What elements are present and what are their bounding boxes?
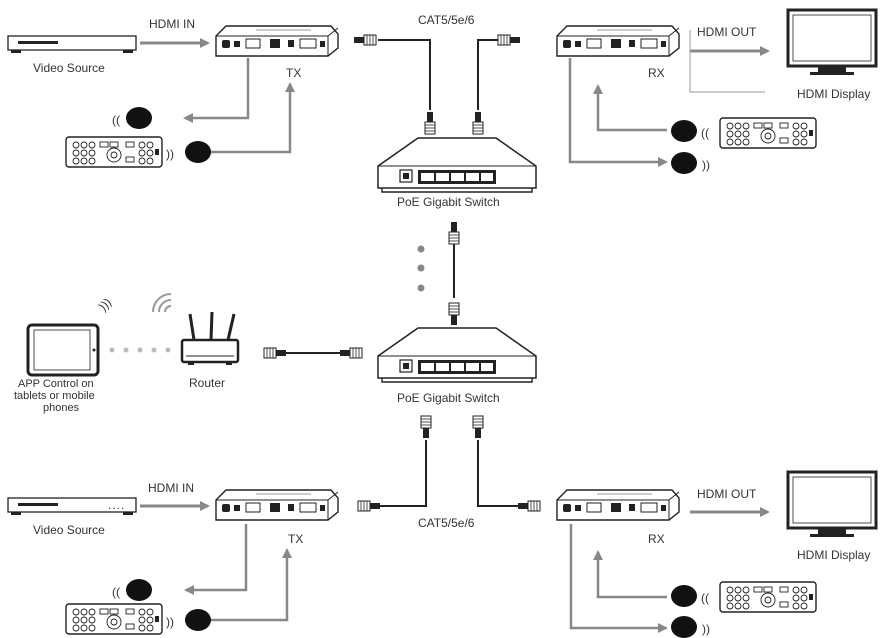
wifi-signal-icon: ))) — [96, 295, 114, 313]
cat-cable-rx-top — [477, 39, 498, 110]
ir-wave-icon: (( — [701, 126, 709, 140]
poe-switch-top-label: PoE Gigabit Switch — [397, 195, 500, 209]
hdmi-display-bottom-label: HDMI Display — [797, 548, 870, 562]
rj45-plug-icon — [263, 347, 287, 359]
ir-out-bottom-tx-line — [184, 524, 248, 595]
tx-bottom-device-icon — [215, 489, 339, 521]
cat-cable-tx-bottom — [380, 440, 427, 507]
tx-top-device-icon — [215, 25, 339, 57]
app-control-label-line3: phones — [43, 402, 80, 414]
router-icon — [180, 311, 240, 365]
poe-switch-top-icon — [377, 137, 537, 193]
ir-wave-icon: )) — [702, 622, 710, 636]
tablet-icon — [26, 323, 100, 377]
rj45-plug-icon — [357, 500, 381, 512]
rj45-plug-icon — [424, 111, 436, 135]
ir-receiver-bottom-rx-icon — [671, 585, 697, 607]
rx-bottom-device-icon — [556, 489, 680, 521]
cat-cable-tx-top — [378, 39, 431, 110]
hdmi-out-top-bracket — [689, 30, 765, 93]
remote-control-bottom-tx-icon — [65, 603, 163, 635]
video-source-bottom-label: Video Source — [33, 523, 105, 537]
video-source-bottom-icon: .... — [7, 497, 137, 516]
rj45-plug-icon — [472, 111, 484, 135]
rj45-plug-icon — [420, 415, 432, 439]
rx-top-device-icon — [556, 25, 680, 57]
continuation-dot — [417, 245, 425, 253]
ir-out-top-rx-line — [568, 58, 668, 167]
rj45-plug-icon — [448, 221, 460, 245]
continuation-dot — [417, 284, 425, 292]
remote-control-bottom-rx-icon — [719, 581, 817, 613]
hdmi-display-bottom-icon — [786, 470, 878, 539]
ir-out-top-tx-line — [183, 58, 250, 123]
ir-receiver-bottom-tx-icon — [185, 609, 211, 631]
ir-wave-icon: (( — [112, 113, 120, 127]
cat-bottom-label: CAT5/5e/6 — [418, 516, 475, 530]
wifi-signal-icon — [152, 293, 172, 313]
poe-switch-bottom-icon — [377, 327, 537, 383]
svg-text:....: .... — [108, 498, 125, 512]
wireless-link-dots — [109, 347, 171, 353]
app-control-label-line2: tablets or mobile — [14, 390, 95, 402]
cat-top-label: CAT5/5e/6 — [418, 13, 475, 27]
rj45-plug-icon — [517, 500, 541, 512]
ir-out-bottom-rx-line — [569, 524, 668, 633]
rj45-plug-icon — [353, 34, 377, 46]
rj45-plug-icon — [472, 415, 484, 439]
ir-wave-icon: )) — [702, 158, 710, 172]
ir-wave-icon: (( — [112, 585, 120, 599]
ir-in-bottom-rx-line — [593, 550, 667, 599]
rj45-plug-icon — [497, 34, 521, 46]
video-source-top-label: Video Source — [33, 61, 105, 75]
tx-top-label: TX — [286, 66, 301, 80]
ir-receiver-top-rx-icon — [671, 120, 697, 142]
rx-bottom-label: RX — [648, 532, 665, 546]
tx-bottom-label: TX — [288, 532, 303, 546]
ir-wave-icon: )) — [166, 147, 174, 161]
ir-emitter-top-tx-icon — [126, 107, 152, 129]
hdmi-out-bottom-label: HDMI OUT — [697, 487, 757, 501]
ir-wave-icon: )) — [166, 615, 174, 629]
rj45-plug-icon — [448, 302, 460, 326]
continuation-dot — [417, 264, 425, 272]
ir-emitter-bottom-rx-icon — [671, 616, 697, 638]
video-source-top-icon — [7, 35, 137, 54]
ir-emitter-bottom-tx-icon — [126, 579, 152, 601]
ir-in-top-rx-line — [593, 84, 667, 132]
remote-control-top-tx-icon — [65, 136, 163, 168]
hdmi-in-top-label: HDMI IN — [149, 17, 195, 31]
hdmi-display-top-icon — [786, 8, 878, 77]
ir-receiver-top-tx-icon — [185, 141, 211, 163]
rx-top-label: RX — [648, 66, 665, 80]
hdmi-out-top-label: HDMI OUT — [697, 25, 757, 39]
cat-cable-rx-bottom — [477, 440, 518, 507]
ir-in-bottom-tx-line — [210, 548, 292, 622]
hdmi-in-bottom-label: HDMI IN — [148, 481, 194, 495]
remote-control-top-rx-icon — [719, 117, 817, 149]
app-control-label-line1: APP Control on — [18, 378, 94, 390]
ir-in-top-tx-line — [210, 82, 295, 154]
hdmi-display-top-label: HDMI Display — [797, 87, 870, 101]
router-label: Router — [189, 376, 225, 390]
poe-switch-bottom-label: PoE Gigabit Switch — [397, 391, 500, 405]
rj45-plug-icon — [339, 347, 363, 359]
ir-emitter-top-rx-icon — [671, 152, 697, 174]
ir-wave-icon: (( — [701, 591, 709, 605]
